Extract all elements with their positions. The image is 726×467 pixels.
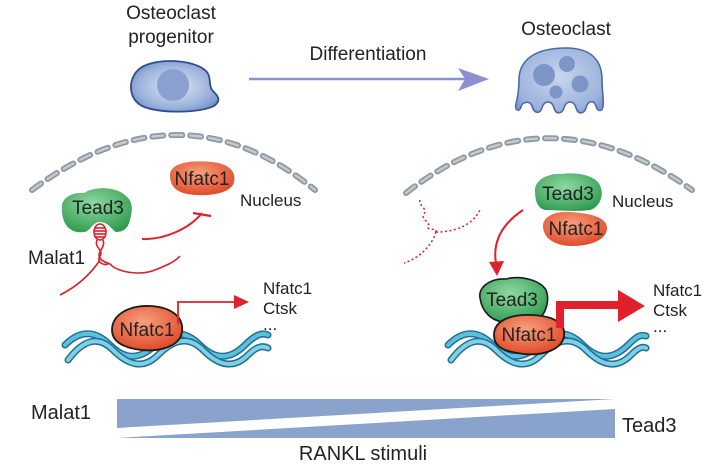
nfatc1-free-protein-icon bbox=[170, 161, 235, 196]
nucleus-label-right: Nucleus bbox=[612, 192, 673, 211]
rankl-stimuli-label: RANKL stimuli bbox=[299, 443, 427, 465]
osteoclast-cell-icon bbox=[514, 47, 605, 114]
malat1-degraded-rna-icon bbox=[403, 199, 481, 264]
tead3-dna-label-right: Tead3 bbox=[486, 290, 538, 311]
malat1-rna-icon bbox=[59, 223, 181, 296]
left-target-1: Nfatc1 bbox=[263, 279, 312, 298]
right-target-2: Ctsk bbox=[653, 301, 688, 320]
inhibition-arrow-icon bbox=[141, 211, 212, 241]
nfatc1-free-label: Nfatc1 bbox=[175, 169, 230, 190]
malat1-label-left: Malat1 bbox=[28, 248, 85, 269]
nfatc1-label-right: Nfatc1 bbox=[549, 219, 604, 240]
left-target-2: Ctsk bbox=[263, 299, 298, 318]
nfatc1-dna-label-right: Nfatc1 bbox=[502, 325, 557, 346]
transcription-arrow-right-icon bbox=[556, 290, 645, 328]
differentiation-label: Differentiation bbox=[310, 44, 427, 65]
tead3-gradient-wedge bbox=[117, 409, 615, 438]
differentiation-arrow-icon bbox=[249, 68, 489, 91]
right-target-1: Nfatc1 bbox=[653, 281, 702, 300]
progenitor-label-line1: Osteoclast bbox=[126, 3, 216, 24]
osteoclast-label: Osteoclast bbox=[521, 19, 611, 40]
malat1-gradient-wedge bbox=[117, 399, 615, 428]
tead3-protein-left-icon bbox=[61, 188, 132, 233]
nfatc1-dna-bound-left-icon bbox=[111, 305, 183, 352]
left-target-3: ... bbox=[263, 315, 277, 334]
progenitor-label-line2: progenitor bbox=[128, 27, 214, 48]
tead3-label-left: Tead3 bbox=[72, 198, 124, 219]
right-target-3: ... bbox=[653, 317, 667, 336]
nfatc1-protein-right-icon bbox=[543, 211, 607, 246]
nfatc1-dna-bound-right-icon bbox=[493, 314, 565, 356]
tead3-label-right: Tead3 bbox=[542, 184, 594, 205]
transcription-arrow-left-icon bbox=[177, 295, 249, 324]
malat1-gradient-label: Malat1 bbox=[31, 402, 91, 424]
osteoclast-progenitor-cell-icon bbox=[130, 60, 220, 113]
nfatc1-dna-label-left: Nfatc1 bbox=[120, 320, 175, 341]
tead3-protein-right-icon bbox=[535, 173, 602, 211]
nucleus-label-left: Nucleus bbox=[240, 191, 301, 210]
translocation-arrow-icon bbox=[489, 209, 524, 276]
tead3-gradient-label: Tead3 bbox=[622, 415, 677, 437]
